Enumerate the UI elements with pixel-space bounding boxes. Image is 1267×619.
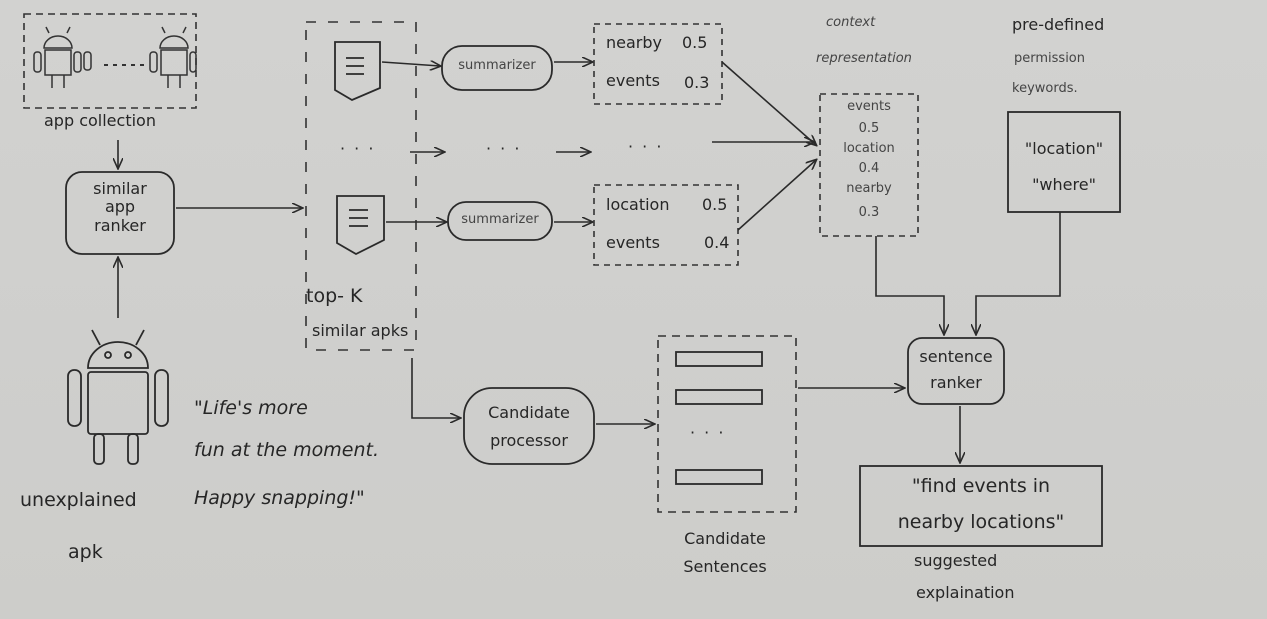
app-description-line-2: fun at the moment. [194,439,380,461]
summary-bottom-value-2: 0.4 [704,233,730,252]
top-k-label-2: similar apks [312,321,409,340]
summary-top-value-1: 0.5 [682,33,708,52]
app-description-line-3: Happy snapping!" [194,487,365,509]
keywords-title-2: permission [1014,51,1085,66]
summarizer-box-bottom [447,201,553,241]
ranker-line-2: app [104,197,136,217]
android-robot-icon [67,329,169,465]
ranker-line-1: similar [93,179,147,198]
suggested-text-line-1: "find events in [911,475,1051,497]
summary-top-word-1: nearby [606,33,662,52]
candidate-sentences-box [657,335,797,513]
document-icon [336,195,385,256]
summary-box-top [593,23,723,105]
similar-app-ranker-box [65,171,175,255]
ranker-line-3: ranker [94,215,146,235]
context-value-2: 0.4 [858,161,880,176]
candidate-sentences-line-2: Sentences [683,557,767,576]
app-collection-label: app collection [44,111,156,130]
ellipsis-middle: · · · [486,139,522,158]
top-k-container [305,21,417,351]
sentence-ranker-line-2: ranker [930,373,982,392]
top-k-label-1: top- K [306,285,363,307]
candidate-sentence-bar [675,389,763,405]
keyword-1: "location" [1024,139,1104,158]
context-term-3: nearby [846,181,892,196]
document-icon [334,41,381,102]
summary-bottom-value-1: 0.5 [702,195,728,214]
candidate-processor-line-1: Candidate [488,403,570,422]
suggested-text-line-2: nearby locations" [897,511,1065,533]
summarizer-label-bottom: summarizer [461,212,539,227]
robot-icon [149,26,197,88]
summarizer-label-top: summarizer [458,58,536,73]
keywords-title-3: keywords. [1012,81,1078,96]
unexplained-apk-line-1: unexplained [20,489,137,511]
context-value-3: 0.3 [858,205,880,220]
context-value-1: 0.5 [858,121,880,136]
suggested-caption-2: explaination [916,583,1015,602]
similar-app-ranker-label: similar app ranker [66,179,174,235]
unexplained-apk-line-2: apk [68,541,103,563]
sentence-ranker-box [907,337,1005,405]
context-term-1: events [847,99,891,114]
candidate-processor-line-2: processor [490,431,568,450]
app-collection-box [23,13,197,109]
keyword-2: "where" [1032,175,1096,194]
summary-top-word-2: events [606,71,660,90]
summary-box-bottom [593,184,739,266]
ellipsis-left: · · · [340,139,376,158]
candidate-processor-box [463,387,595,465]
context-title-1: context [826,15,876,30]
candidate-sentence-bar [675,469,763,485]
suggested-caption-1: suggested [914,551,998,570]
context-representation-box [819,93,919,237]
context-term-2: location [843,141,895,156]
ellipsis-right: · · · [628,137,664,156]
candidate-ellipsis: · · · [690,423,726,442]
app-description-line-1: "Life's more [194,397,308,419]
candidate-sentence-bar [675,351,763,367]
candidate-sentences-line-1: Candidate [684,529,766,548]
robot-icon [33,26,92,88]
permission-keywords-box [1007,111,1121,213]
summary-bottom-word-2: events [606,233,660,252]
summary-top-value-2: 0.3 [684,73,710,92]
sentence-ranker-line-1: sentence [919,347,993,366]
summary-bottom-word-1: location [606,195,670,214]
context-title-2: representation [816,51,912,66]
suggested-explanation-box [859,465,1103,547]
keywords-title-1: pre-defined [1012,15,1105,34]
